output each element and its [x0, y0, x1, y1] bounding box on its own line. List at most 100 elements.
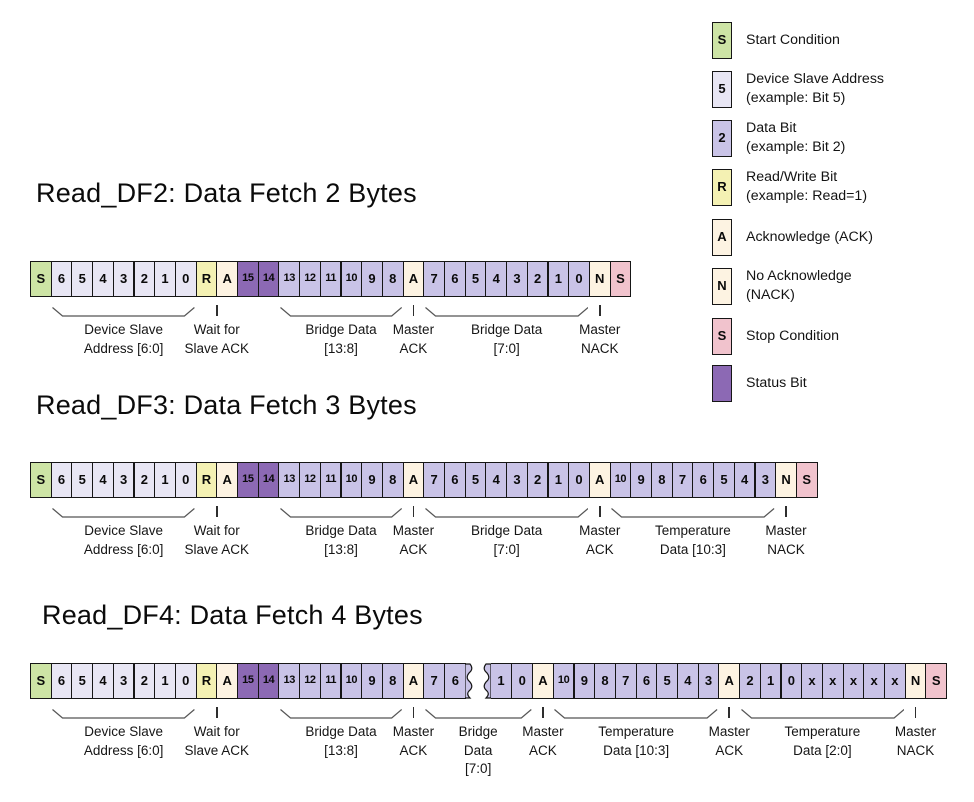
- bit-cell: 10: [609, 462, 632, 498]
- group-label-line: Slave ACK: [184, 742, 250, 758]
- bit-cell: 6: [50, 261, 73, 297]
- bit-cell: 10: [340, 261, 363, 297]
- bit-cell: x: [863, 663, 885, 699]
- bit-cell: 10: [340, 462, 363, 498]
- group-brace: [52, 305, 195, 317]
- group-label-line: Slave ACK: [184, 541, 250, 557]
- bit-cell: 1: [154, 663, 176, 699]
- group-label-line: Bridge Data: [305, 322, 377, 337]
- bit-cell: 9: [361, 462, 383, 498]
- group-label-line: Data [2:0]: [793, 742, 852, 758]
- bit-cell: 0: [174, 261, 197, 297]
- bit-cell: 1: [759, 663, 782, 699]
- group-label-line: Device Slave: [84, 724, 164, 739]
- group-tick: [412, 707, 415, 718]
- bit-cell: 0: [174, 462, 197, 498]
- group-label-line: Address [6:0]: [83, 541, 164, 557]
- bit-cell: 2: [133, 663, 156, 699]
- group-label-line: Wait for: [193, 523, 240, 538]
- bit-cell: 7: [423, 261, 445, 297]
- group-label-line: Wait for: [193, 724, 240, 739]
- bit-cell: 11: [319, 663, 342, 699]
- legend-label: Status Bit: [746, 374, 807, 393]
- legend-swatch: S: [712, 22, 732, 59]
- bit-cell: A: [718, 663, 741, 699]
- group-label-line: Master: [392, 724, 435, 739]
- bit-cell: R: [195, 663, 218, 699]
- legend-item: S Start Condition: [712, 22, 840, 59]
- bit-cell: S: [795, 462, 818, 498]
- bit-cell: R: [195, 462, 218, 498]
- legend-label-line: Data Bit: [746, 120, 797, 136]
- bit-cell: 3: [112, 663, 135, 699]
- group-label-line: [13:8]: [324, 742, 358, 758]
- bit-cell: 8: [381, 663, 404, 699]
- group-label-line: Temperature: [598, 724, 674, 739]
- bit-cell: 2: [739, 663, 761, 699]
- bit-cell: 0: [174, 663, 197, 699]
- frame-title-read-df3: Read_DF3: Data Fetch 3 Bytes: [36, 390, 417, 420]
- bit-cell: 4: [92, 663, 114, 699]
- bit-cell: 3: [112, 462, 135, 498]
- group-tick: [216, 506, 218, 517]
- group-label-line: Temperature: [654, 523, 731, 538]
- group-brace: [52, 707, 195, 719]
- group-tick: [728, 707, 731, 718]
- bit-cell: 14: [257, 261, 280, 297]
- group-label-line: Bridge Data: [305, 523, 377, 538]
- bit-cell: x: [821, 663, 844, 699]
- group-label-line: Master: [765, 523, 807, 538]
- legend-label: Device Slave Address(example: Bit 5): [746, 70, 884, 108]
- bit-cell: 14: [257, 663, 280, 699]
- group-brace: [424, 707, 532, 719]
- group-label-line: ACK: [715, 742, 744, 758]
- group-label-line: [7:0]: [465, 761, 492, 776]
- bit-cell: 0: [568, 462, 590, 498]
- bit-cell: 2: [526, 462, 549, 498]
- bit-cell: 1: [490, 663, 513, 699]
- bit-cell: 13: [278, 261, 301, 297]
- group-label-line: Bridge Data: [470, 322, 543, 337]
- group-label-line: Data: [463, 742, 493, 758]
- bit-cell: 6: [444, 462, 466, 498]
- bit-cell: A: [216, 663, 238, 699]
- bit-cell: S: [30, 663, 52, 699]
- group-tick: [598, 506, 601, 517]
- group-brace: [424, 305, 589, 317]
- bit-cell: 9: [630, 462, 652, 498]
- group-brace: [424, 506, 589, 518]
- sequence-break: [464, 663, 492, 699]
- bit-cell: S: [925, 663, 948, 699]
- legend-label: Acknowledge (ACK): [746, 228, 873, 247]
- bit-cell: N: [775, 462, 797, 498]
- group-label: Bridge Data[7:0]: [471, 321, 542, 358]
- legend-label-line: (NACK): [746, 287, 795, 303]
- bit-cell: 9: [361, 261, 383, 297]
- bit-cell: 7: [614, 663, 637, 699]
- bit-cell: S: [30, 261, 52, 297]
- bit-cell: 0: [511, 663, 534, 699]
- legend-label-line: (example: Read=1): [746, 188, 868, 204]
- legend-swatch: N: [712, 267, 732, 305]
- legend-swatch: R: [712, 168, 732, 206]
- legend-label-line: Acknowledge (ACK): [746, 229, 873, 245]
- group-brace: [280, 707, 402, 719]
- bit-cell: 6: [50, 663, 73, 699]
- bit-cell: 11: [319, 261, 342, 297]
- group-label-line: Bridge: [458, 724, 498, 739]
- group-label-line: Master: [894, 724, 937, 739]
- bit-cell: 1: [547, 462, 570, 498]
- bit-cell: S: [609, 261, 632, 297]
- legend-label-line: Stop Condition: [746, 328, 840, 344]
- group-brace: [554, 707, 718, 719]
- bit-cell: 6: [444, 663, 466, 699]
- bit-cell: 4: [485, 462, 508, 498]
- legend-label-line: Start Condition: [746, 32, 840, 48]
